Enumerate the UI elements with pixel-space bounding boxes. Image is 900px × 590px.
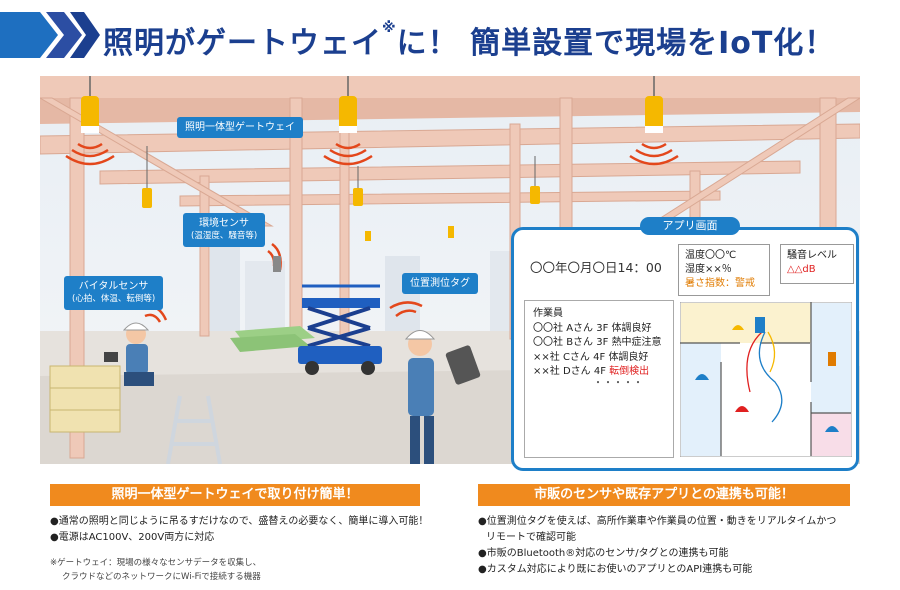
chevron-arrows-icon <box>0 12 100 58</box>
feature-heading-left: 照明一体型ゲートウェイで取り付け簡単！ <box>50 484 420 506</box>
feature-heading-right: 市販のセンサや既存アプリとの連携も可能！ <box>478 484 850 506</box>
feature-bullet: ●カスタム対応により既にお使いのアプリとのAPI連携も可能 <box>478 564 753 575</box>
feature-bullets-left: ●通常の照明と同じように吊るすだけなので、盛替えの必要なく、簡単に導入可能！ ●… <box>50 514 428 546</box>
worker-list-heading: 作業員 <box>533 308 563 319</box>
callout-position-tag: 位置測位タグ <box>402 273 478 294</box>
callout-lighting-gateway: 照明一体型ゲートウェイ <box>177 117 303 138</box>
env-readout-box: 温度〇〇℃ 湿度××％ 暑さ指数：警戒 <box>678 244 770 296</box>
feature-bullet: リモートで確認可能 <box>486 532 576 543</box>
feature-bullet: ●通常の照明と同じように吊るすだけなので、盛替えの必要なく、簡単に導入可能！ <box>50 516 429 527</box>
noise-readout-box: 騒音レベル △△dB <box>780 244 854 284</box>
feature-bullets-right: ●位置測位タグを使えば、高所作業車や作業員の位置・動きをリアルタイムかつ リモー… <box>478 514 836 578</box>
noise-label: 騒音レベル <box>787 250 837 261</box>
feature-bullet: ●電源はAC100V、200V両方に対応 <box>50 532 215 543</box>
floor-map <box>680 302 852 457</box>
worker-row: 〇〇社 Aさん 3F 体調良好 <box>533 322 652 334</box>
gateway-footnote: ※ゲートウェイ：現場の様々なセンサデータを収集し、 クラウドなどのネットワークに… <box>50 558 262 582</box>
worker-row: ××社 Dさん 4F 転倒検出 <box>533 366 650 377</box>
app-screen-title: アプリ画面 <box>640 217 740 235</box>
worker-list: 作業員 〇〇社 Aさん 3F 体調良好 〇〇社 Bさん 3F 熱中症注意 ××社… <box>524 300 674 458</box>
humidity-text: 湿度××％ <box>685 264 732 275</box>
noise-value: △△dB <box>787 264 816 275</box>
page-title: 照明がゲートウェイ※に！ 簡単設置で現場をIoT化！ <box>103 20 836 61</box>
worker-list-more: ・・・・・ <box>593 377 643 389</box>
app-datetime: 〇〇年〇月〇日14：00 <box>530 260 662 275</box>
callout-vital-sensor: バイタルセンサ(心拍、体温、転倒等) <box>64 276 164 310</box>
temperature-text: 温度〇〇℃ <box>685 250 737 261</box>
feature-bullet: ●市販のBluetooth®対応のセンサ/タグとの連携も可能 <box>478 548 729 559</box>
worker-row: ××社 Cさん 4F 体調良好 <box>533 351 649 363</box>
feature-bullet: ●位置測位タグを使えば、高所作業車や作業員の位置・動きをリアルタイムかつ <box>478 516 837 527</box>
worker-row: 〇〇社 Bさん 3F 熱中症注意 <box>533 337 662 348</box>
header: 照明がゲートウェイ※に！ 簡単設置で現場をIoT化！ <box>0 0 900 70</box>
callout-env-sensor: 環境センサ(温湿度、騒音等) <box>183 213 266 247</box>
heat-index-text: 暑さ指数：警戒 <box>685 278 755 289</box>
